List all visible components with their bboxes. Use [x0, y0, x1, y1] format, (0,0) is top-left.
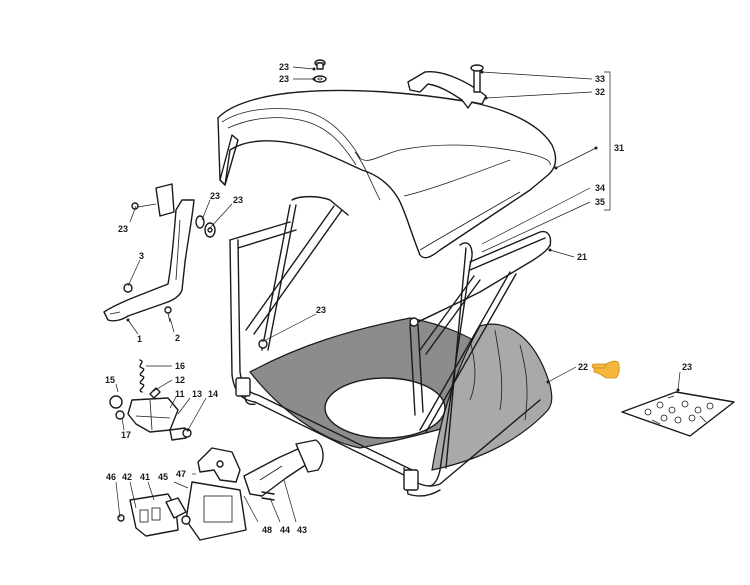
label-23: 23: [233, 195, 243, 205]
leader-dots: [126, 67, 680, 432]
latch-assembly[interactable]: [109, 359, 192, 441]
label-14: 14: [208, 389, 218, 399]
label-32: 32: [595, 87, 605, 97]
grass-bag[interactable]: [249, 317, 553, 471]
label-33: 33: [595, 74, 605, 84]
cover-handle[interactable]: [407, 64, 487, 109]
label-23: 23: [279, 62, 289, 72]
label-23: 23: [118, 224, 128, 234]
label-34: 34: [595, 183, 605, 193]
label-23: 23: [210, 191, 220, 201]
label-12: 12: [175, 375, 185, 385]
label-46: 46: [106, 472, 116, 482]
label-23: 23: [316, 305, 326, 315]
label-47: 47: [176, 469, 186, 479]
label-11: 11: [175, 389, 185, 399]
part-labels: 23 23 33 32 31 34 35 21 22 23 23 23 23 3…: [105, 62, 692, 535]
label-2: 2: [175, 333, 180, 343]
bag-cover[interactable]: [217, 89, 557, 259]
label-3: 3: [139, 251, 144, 261]
leader-lines: [115, 66, 681, 523]
label-48: 48: [262, 525, 272, 535]
label-21: 21: [577, 252, 587, 262]
fastener-kit-bag[interactable]: [621, 391, 735, 437]
label-45: 45: [158, 472, 168, 482]
label-35: 35: [595, 197, 605, 207]
label-1: 1: [137, 334, 142, 344]
label-23: 23: [279, 74, 289, 84]
side-bracket[interactable]: [103, 183, 195, 323]
pointing-hand-icon: [591, 360, 620, 379]
bag-frame[interactable]: [229, 195, 552, 497]
label-44: 44: [280, 525, 290, 535]
top-fasteners[interactable]: [313, 59, 327, 83]
group-bracket-31: [604, 71, 611, 211]
bracket-fasteners[interactable]: [195, 215, 216, 238]
hinge-mechanism[interactable]: [117, 439, 324, 541]
label-13: 13: [192, 389, 202, 399]
label-43: 43: [297, 525, 307, 535]
label-15: 15: [105, 375, 115, 385]
label-41: 41: [140, 472, 150, 482]
label-17: 17: [121, 430, 131, 440]
label-22: 22: [578, 362, 588, 372]
label-16: 16: [175, 361, 185, 371]
label-23: 23: [682, 362, 692, 372]
label-42: 42: [122, 472, 132, 482]
label-31: 31: [614, 143, 624, 153]
